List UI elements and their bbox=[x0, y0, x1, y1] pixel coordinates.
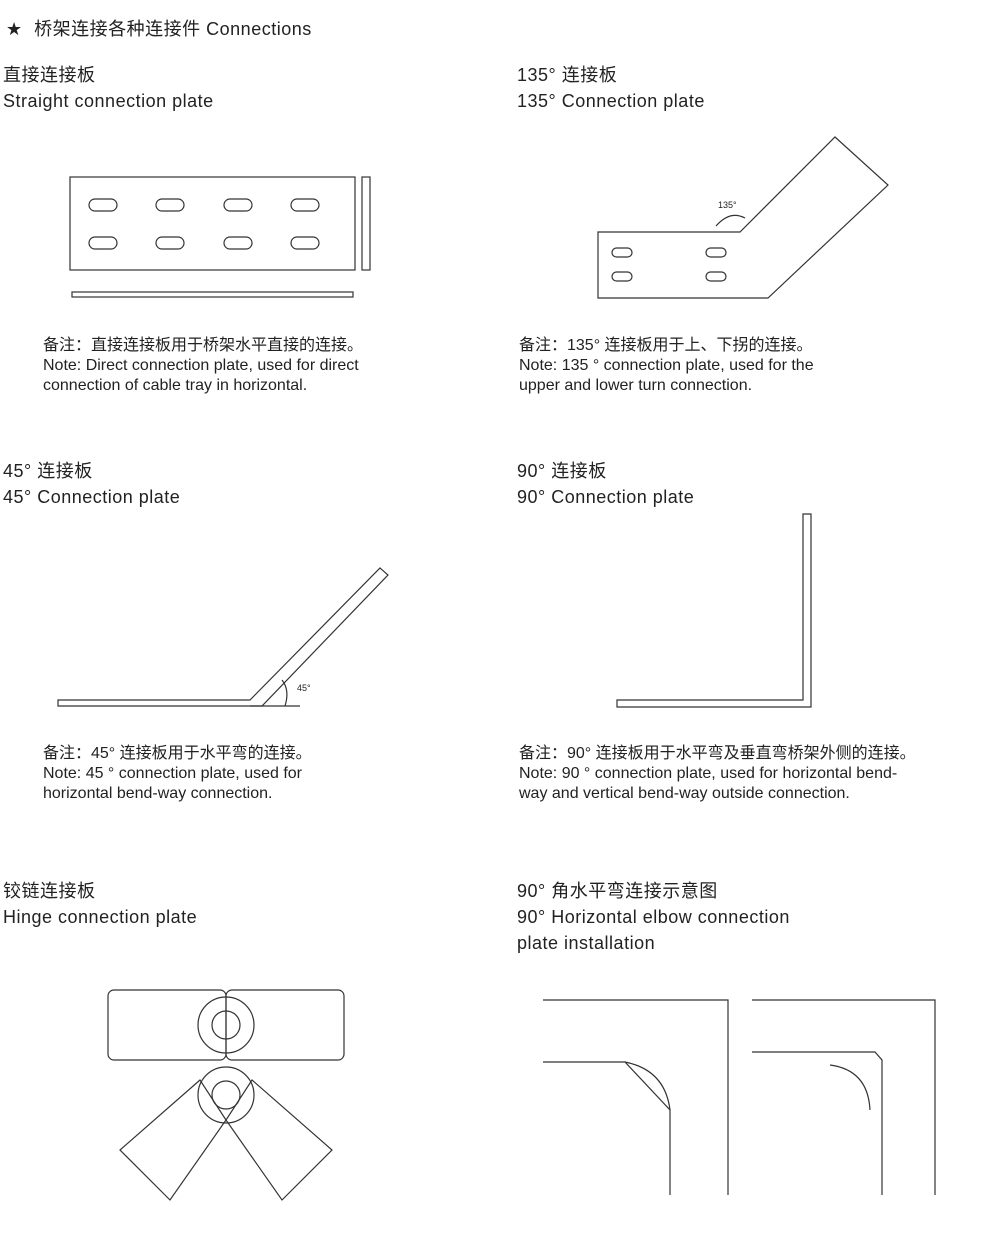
title-en: Straight connection plate bbox=[3, 91, 214, 111]
section-elbow-installation: 90° 角水平弯连接示意图 90° Horizontal elbow conne… bbox=[517, 878, 790, 956]
slot-hole bbox=[155, 236, 185, 250]
note-45: 备注：45° 连接板用于水平弯的连接。 Note: 45 ° connectio… bbox=[43, 744, 312, 804]
title-en: 45° Connection plate bbox=[3, 487, 181, 507]
title-en: 90° Horizontal elbow connection bbox=[517, 907, 790, 927]
note-cn: 备注：135° 连接板用于上、下拐的连接。 bbox=[519, 337, 813, 354]
note-straight: 备注：直接连接板用于桥架水平直接的连接。 Note: Direct connec… bbox=[43, 336, 363, 396]
note-en: connection of cable tray in horizontal. bbox=[43, 377, 308, 394]
section-45-plate: 45° 连接板 45° Connection plate bbox=[3, 458, 180, 510]
title-en: 135° Connection plate bbox=[517, 91, 705, 111]
section-straight-plate: 直接连接板 Straight connection plate bbox=[3, 62, 214, 114]
section-hinge-plate: 铰链连接板 Hinge connection plate bbox=[3, 878, 197, 930]
header: ★ 桥架连接各种连接件 Connections bbox=[6, 16, 312, 42]
title-cn: 90° 连接板 bbox=[517, 461, 607, 481]
page-title: 桥架连接各种连接件 Connections bbox=[34, 19, 312, 39]
section-90-plate: 90° 连接板 90° Connection plate bbox=[517, 458, 694, 510]
slot-hole bbox=[290, 236, 320, 250]
note-cn: 备注：90° 连接板用于水平弯及垂直弯桥架外侧的连接。 bbox=[519, 745, 916, 762]
title-cn: 90° 角水平弯连接示意图 bbox=[517, 881, 718, 901]
note-90: 备注：90° 连接板用于水平弯及垂直弯桥架外侧的连接。 Note: 90 ° c… bbox=[519, 744, 916, 804]
slot-hole bbox=[88, 236, 118, 250]
note-en: Note: 135 ° connection plate, used for t… bbox=[519, 357, 814, 374]
slot-hole bbox=[290, 198, 320, 212]
title-en: Hinge connection plate bbox=[3, 907, 198, 927]
note-cn: 备注：直接连接板用于桥架水平直接的连接。 bbox=[43, 337, 364, 354]
title-cn: 铰链连接板 bbox=[3, 881, 96, 901]
title-cn: 45° 连接板 bbox=[3, 461, 93, 481]
note-cn: 备注：45° 连接板用于水平弯的连接。 bbox=[43, 745, 312, 762]
star-icon: ★ bbox=[6, 19, 23, 39]
note-en: Note: Direct connection plate, used for … bbox=[43, 357, 359, 374]
note-en: Note: 90 ° connection plate, used for ho… bbox=[519, 765, 898, 782]
note-en: way and vertical bend-way outside connec… bbox=[519, 785, 850, 802]
title-cn: 135° 连接板 bbox=[517, 65, 618, 85]
title-cn: 直接连接板 bbox=[3, 65, 96, 85]
note-en: Note: 45 ° connection plate, used for bbox=[43, 765, 303, 782]
slot-hole bbox=[155, 198, 185, 212]
note-en: upper and lower turn connection. bbox=[519, 377, 753, 394]
slot-hole bbox=[223, 236, 253, 250]
slot-hole bbox=[88, 198, 118, 212]
angle-label: 45° bbox=[297, 683, 311, 693]
title-en: 90° Connection plate bbox=[517, 487, 695, 507]
section-135-plate: 135° 连接板 135° Connection plate bbox=[517, 62, 705, 114]
slot-hole bbox=[223, 198, 253, 212]
note-en: horizontal bend-way connection. bbox=[43, 785, 273, 802]
angle-label: 135° bbox=[718, 200, 737, 210]
title-en: plate installation bbox=[517, 933, 656, 953]
note-135: 备注：135° 连接板用于上、下拐的连接。 Note: 135 ° connec… bbox=[519, 336, 814, 396]
